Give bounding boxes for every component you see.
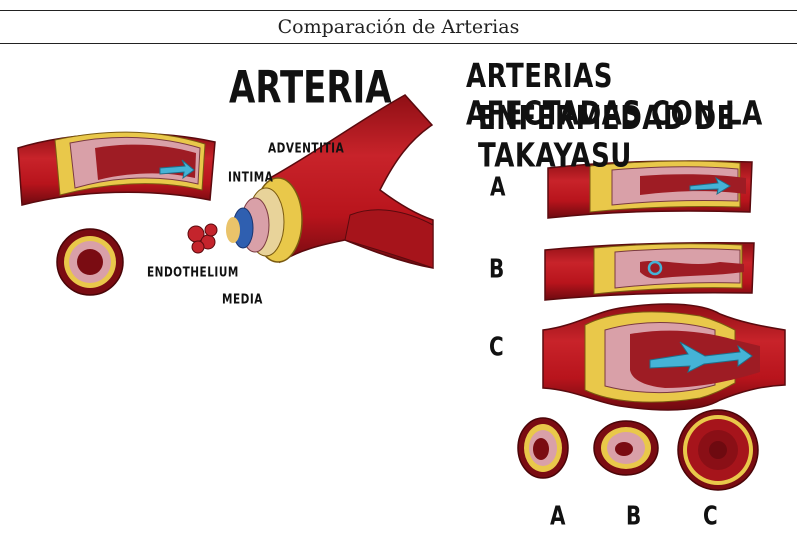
row-label-b: B <box>489 253 505 284</box>
cross-section-a <box>518 418 568 478</box>
cross-section-b <box>594 421 658 475</box>
row-label-a: A <box>490 171 506 202</box>
cross-label-b: B <box>626 500 642 531</box>
cross-label-a: A <box>550 500 566 531</box>
cross-label-c: C <box>703 500 718 531</box>
label-endothelium: ENDOTHELIUM <box>147 265 239 281</box>
label-media: MEDIA <box>222 292 263 308</box>
right-title-line2: ENFERMEDAD DE TAKAYASU <box>478 100 797 175</box>
artery-b-longitudinal <box>545 243 754 300</box>
artery-c-longitudinal <box>543 304 785 410</box>
label-intima: INTIMA <box>228 170 273 186</box>
left-artery-3d <box>188 95 433 268</box>
left-longitudinal-artery <box>18 132 215 205</box>
row-label-c: C <box>489 331 504 362</box>
label-adventitia: ADVENTITIA <box>268 141 344 157</box>
left-title: ARTERIA <box>229 62 392 114</box>
left-cross-section <box>57 229 123 295</box>
cross-section-c <box>678 410 758 490</box>
